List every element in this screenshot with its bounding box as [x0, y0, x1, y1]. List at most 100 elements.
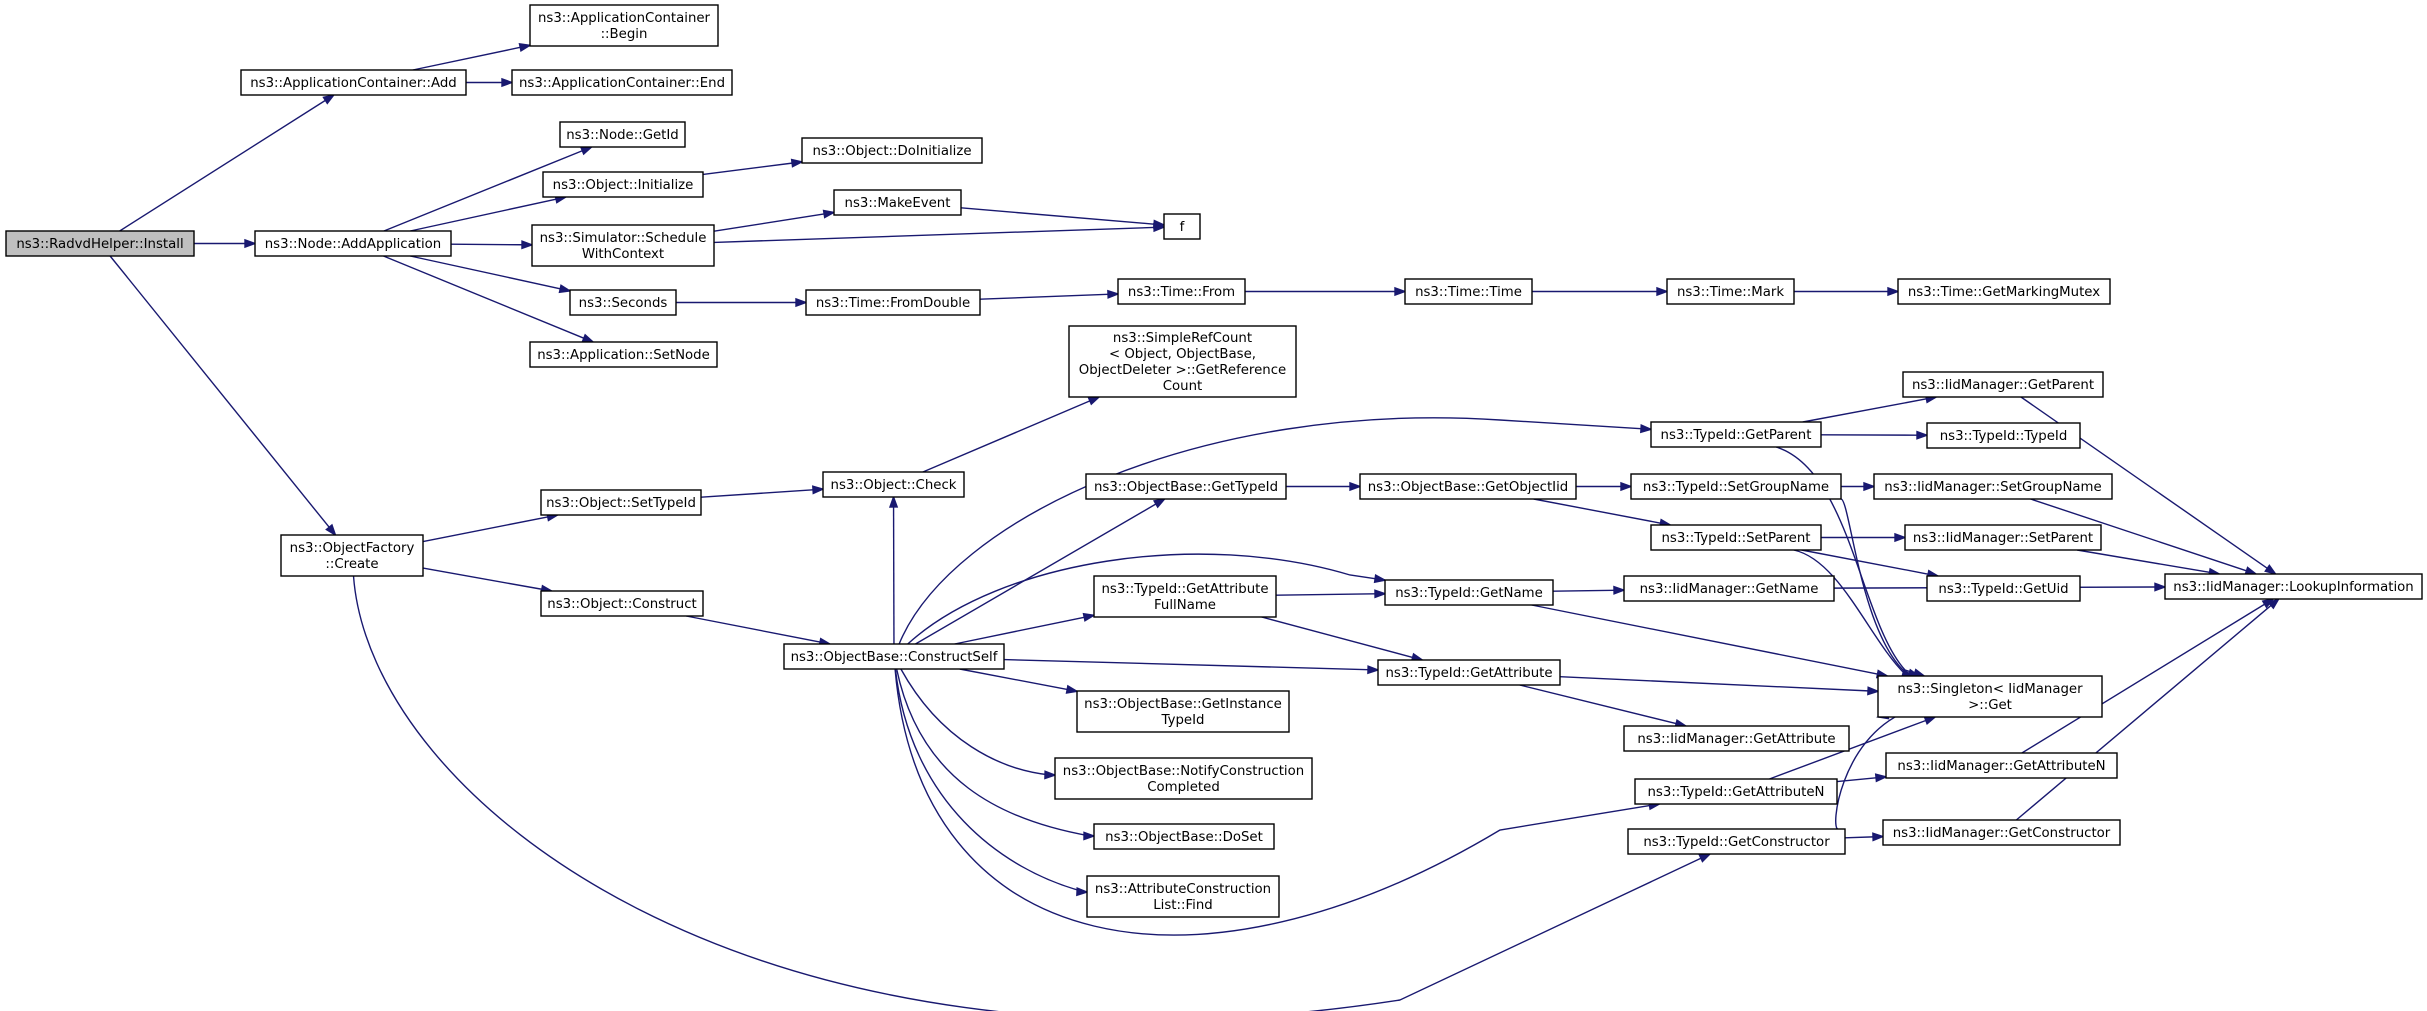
node-label: List::Find — [1153, 898, 1212, 913]
edge-typeid-getattribute-to-singleton-get — [1559, 675, 1881, 696]
node-node-getid[interactable]: ns3::Node::GetId — [559, 121, 686, 148]
node-singleton-get[interactable]: ns3::Singleton< IidManager>::Get — [1877, 675, 2103, 718]
edge-arrowhead — [2267, 597, 2281, 610]
node-node-addapplication[interactable]: ns3::Node::AddApplication — [254, 230, 452, 257]
node-box — [1384, 579, 1554, 606]
node-objectbase-gettypeid[interactable]: ns3::ObjectBase::GetTypeId — [1085, 473, 1287, 500]
node-label: ns3::Time::Time — [1415, 285, 1522, 300]
node-box — [1630, 473, 1842, 500]
node-application-setnode[interactable]: ns3::Application::SetNode — [529, 341, 718, 368]
node-object-doinitialize[interactable]: ns3::Object::DoInitialize — [801, 137, 983, 164]
edge-arrowhead — [558, 284, 573, 294]
node-object-check[interactable]: ns3::Object::Check — [822, 471, 965, 498]
node-iidmanager-setgroupname[interactable]: ns3::IidManager::SetGroupName — [1873, 473, 2113, 500]
node-objectbase-doset[interactable]: ns3::ObjectBase::DoSet — [1093, 823, 1275, 850]
node-box — [569, 289, 677, 316]
node-objectbase-constructself[interactable]: ns3::ObjectBase::ConstructSelf — [783, 643, 1005, 670]
node-typeid-getparent[interactable]: ns3::TypeId::GetParent — [1650, 421, 1822, 448]
node-objectbase-notifyconstructioncompleted[interactable]: ns3::ObjectBase::NotifyConstructionCompl… — [1054, 757, 1313, 800]
edge-arrowhead — [1349, 481, 1363, 492]
node-typeid-getattributen[interactable]: ns3::TypeId::GetAttributeN — [1634, 778, 1838, 805]
edge-line — [894, 668, 1086, 893]
node-label: ns3::MakeEvent — [845, 196, 951, 211]
node-box — [559, 121, 686, 148]
edge-install-to-appcontainer-add — [119, 93, 336, 232]
node-appcontainer-begin[interactable]: ns3::ApplicationContainer::Begin — [529, 4, 719, 47]
edge-objectfactory-create-to-object-settypeid — [422, 512, 560, 543]
node-time-from[interactable]: ns3::Time::From — [1117, 278, 1246, 305]
edge-line — [1835, 711, 1906, 830]
node-typeid-getuid[interactable]: ns3::TypeId::GetUid — [1926, 575, 2081, 602]
node-iidmanager-lookupinformation[interactable]: ns3::IidManager::LookupInformation — [2164, 573, 2423, 600]
edge-objectbase-gettypeid-to-objectbase-getobjectiid — [1286, 481, 1363, 492]
node-simplerefcount[interactable]: ns3::SimpleRefCount< Object, ObjectBase,… — [1068, 325, 1297, 398]
node-objectfactory-create[interactable]: ns3::ObjectFactory::Create — [280, 534, 424, 577]
node-iidmanager-getconstructor[interactable]: ns3::IidManager::GetConstructor — [1882, 819, 2121, 846]
edge-line — [383, 255, 585, 339]
node-object-initialize[interactable]: ns3::Object::Initialize — [542, 171, 704, 198]
edge-objectbase-constructself-to-object-check — [888, 494, 899, 645]
edge-line — [352, 575, 1702, 1011]
node-appcontainer-end[interactable]: ns3::ApplicationContainer::End — [511, 69, 733, 96]
node-typeid-getconstructor[interactable]: ns3::TypeId::GetConstructor — [1627, 828, 1846, 855]
node-box — [1926, 575, 2081, 602]
node-label: ns3::Object::Construct — [547, 597, 696, 612]
edge-line — [702, 162, 793, 176]
node-typeid-typeid[interactable]: ns3::TypeId::TypeId — [1926, 422, 2081, 449]
edge-objectbase-getobjectiid-to-typeid-setgroupname — [1576, 481, 1634, 492]
node-typeid-getname[interactable]: ns3::TypeId::GetName — [1384, 579, 1554, 606]
edge-seconds-to-time-fromdouble — [676, 297, 809, 308]
node-typeid-setparent[interactable]: ns3::TypeId::SetParent — [1650, 524, 1822, 551]
node-label: < Object, ObjectBase, — [1109, 347, 1256, 362]
edge-arrowhead — [790, 158, 805, 168]
node-time-time[interactable]: ns3::Time::Time — [1404, 278, 1533, 305]
node-install[interactable]: ns3::RadvdHelper::Install — [5, 230, 195, 257]
edge-typeid-getattribute-to-iidmanager-getattribute — [1519, 684, 1688, 728]
node-objectbase-getobjectiid[interactable]: ns3::ObjectBase::GetObjectIid — [1359, 473, 1577, 500]
edge-objectbase-constructself-to-objectbase-getinstancetypeid — [959, 668, 1080, 694]
node-f[interactable]: f — [1163, 213, 1201, 240]
node-label: ns3::ApplicationContainer — [538, 11, 711, 26]
edge-objectbase-constructself-to-typeid-getname — [907, 553, 1388, 645]
node-label: ns3::Singleton< IidManager — [1897, 682, 2083, 697]
edge-simulator-schedule-to-f — [713, 222, 1167, 244]
node-iidmanager-getparent[interactable]: ns3::IidManager::GetParent — [1902, 371, 2104, 398]
edge-line — [1519, 684, 1677, 725]
node-time-mark[interactable]: ns3::Time::Mark — [1666, 278, 1795, 305]
edge-line — [422, 516, 548, 543]
node-box — [1926, 422, 2081, 449]
node-typeid-getattribute[interactable]: ns3::TypeId::GetAttribute — [1377, 659, 1561, 686]
edge-node-addapplication-to-application-setnode — [383, 255, 595, 343]
edge-line — [907, 553, 1376, 645]
node-box — [1054, 757, 1313, 800]
edge-arrowhead — [2264, 564, 2278, 576]
node-time-getmarkingmutex[interactable]: ns3::Time::GetMarkingMutex — [1897, 278, 2111, 305]
edge-arrowhead — [795, 297, 809, 308]
node-iidmanager-getname[interactable]: ns3::IidManager::GetName — [1623, 575, 1835, 602]
edge-line — [686, 615, 821, 643]
edge-arrowhead — [1613, 585, 1627, 595]
edge-time-mark-to-time-getmarkingmutex — [1794, 286, 1901, 297]
node-typeid-setgroupname[interactable]: ns3::TypeId::SetGroupName — [1630, 473, 1842, 500]
node-iidmanager-getattribute[interactable]: ns3::IidManager::GetAttribute — [1623, 725, 1850, 752]
node-time-fromdouble[interactable]: ns3::Time::FromDouble — [805, 289, 981, 316]
node-seconds[interactable]: ns3::Seconds — [569, 289, 677, 316]
edge-typeid-getattributen-to-iidmanager-getattributen — [1836, 773, 1889, 783]
node-label: ns3::ApplicationContainer::End — [519, 76, 725, 91]
edge-objectbase-constructself-to-objectbase-gettypeid — [915, 497, 1167, 645]
node-iidmanager-getattributen[interactable]: ns3::IidManager::GetAttributeN — [1885, 752, 2118, 779]
node-makeevent[interactable]: ns3::MakeEvent — [833, 189, 962, 216]
node-object-construct[interactable]: ns3::Object::Construct — [540, 590, 704, 617]
node-label: WithContext — [582, 247, 664, 262]
node-object-settypeid[interactable]: ns3::Object::SetTypeId — [540, 489, 702, 516]
node-box — [1877, 675, 2103, 718]
node-iidmanager-setparent[interactable]: ns3::IidManager::SetParent — [1904, 524, 2102, 551]
node-box — [783, 643, 1005, 670]
node-appcontainer-add[interactable]: ns3::ApplicationContainer::Add — [240, 69, 467, 96]
edge-objectbase-constructself-to-objectbase-notifyconstructioncompleted — [900, 668, 1058, 780]
